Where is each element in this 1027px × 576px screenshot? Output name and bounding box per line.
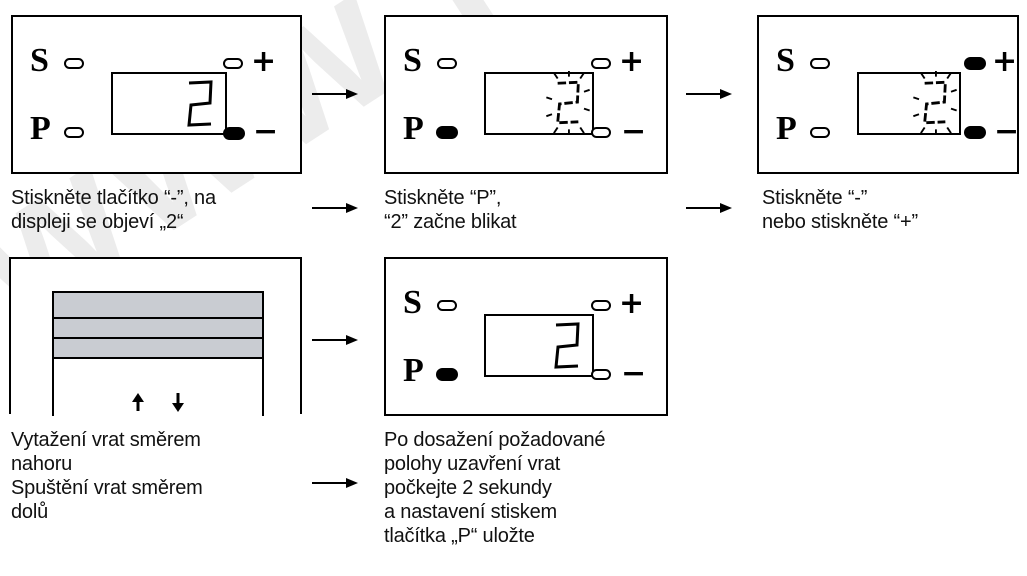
minus-label: −	[621, 356, 647, 391]
arrow-right-icon	[686, 89, 732, 99]
caption-line: Stiskněte “P”,	[384, 187, 502, 209]
arrow-down-icon	[172, 393, 184, 412]
p-led	[436, 368, 458, 381]
display	[484, 314, 594, 377]
p-led	[810, 127, 830, 138]
arrow-up-icon	[132, 393, 144, 411]
caption-line: počkejte 2 sekundy	[384, 477, 552, 499]
arrow-right-icon	[686, 203, 732, 213]
caption-line: tlačítka „P“ uložte	[384, 525, 535, 547]
caption-line: “2” začne blikat	[384, 211, 517, 233]
step-2-caption: Stiskněte “P”, “2” začne blikat	[384, 186, 517, 234]
display	[484, 71, 594, 135]
minus-led	[223, 127, 245, 140]
blinking-digit-2	[546, 71, 590, 135]
p-led	[64, 127, 84, 138]
caption-line: nebo stiskněte “+”	[762, 211, 918, 233]
s-led	[64, 58, 84, 69]
s-led	[437, 58, 457, 69]
minus-label: −	[253, 114, 279, 149]
s-label: S	[403, 284, 422, 321]
step-5-caption: Po dosažení požadované polohy uzavření v…	[384, 428, 606, 548]
digit-2	[187, 80, 213, 127]
caption-line: displeji se objeví „2“	[11, 211, 184, 233]
p-label: P	[30, 110, 51, 147]
plus-label: +	[992, 44, 1018, 79]
plus-label: +	[619, 44, 645, 79]
minus-led	[591, 127, 611, 138]
arrow-right-icon	[312, 335, 358, 345]
plus-led	[591, 58, 611, 69]
minus-led	[591, 369, 611, 380]
caption-line: Spuštění vrat směrem	[11, 477, 203, 499]
caption-line: polohy uzavření vrat	[384, 453, 561, 475]
plus-led	[964, 57, 986, 70]
arrow-right-icon	[312, 203, 358, 213]
step-3-caption: Stiskněte “-” nebo stiskněte “+”	[762, 186, 918, 234]
plus-label: +	[619, 286, 645, 321]
p-label: P	[403, 352, 424, 389]
caption-line: Stiskněte “-”	[762, 187, 868, 209]
s-label: S	[403, 42, 422, 79]
step-3-panel: S P + −	[757, 15, 1019, 174]
caption-line: Stiskněte tlačítko “-”, na	[11, 187, 216, 209]
display	[111, 72, 227, 135]
plus-led	[591, 300, 611, 311]
step-2-panel: S P + −	[384, 15, 668, 174]
arrow-right-icon	[312, 89, 358, 99]
caption-line: dolů	[11, 501, 49, 523]
s-led	[437, 300, 457, 311]
p-led	[436, 126, 458, 139]
step-4-caption: Vytažení vrat směrem nahoru Spuštění vra…	[11, 428, 203, 524]
s-label: S	[30, 42, 49, 79]
step-5-panel: S P + −	[384, 257, 668, 416]
s-label: S	[776, 42, 795, 79]
caption-line: nahoru	[11, 453, 73, 475]
step-1-panel: S P + −	[11, 15, 302, 174]
minus-label: −	[994, 114, 1020, 149]
plus-label: +	[251, 44, 277, 79]
garage-door-icon	[52, 291, 264, 416]
display	[857, 71, 961, 135]
caption-line: Vytažení vrat směrem	[11, 429, 201, 451]
s-led	[810, 58, 830, 69]
plus-led	[223, 58, 243, 69]
digit-2	[554, 322, 580, 369]
caption-line: Po dosažení požadované	[384, 429, 606, 451]
minus-led	[964, 126, 986, 139]
p-label: P	[403, 110, 424, 147]
step-1-caption: Stiskněte tlačítko “-”, na displeji se o…	[11, 186, 216, 234]
caption-line: a nastavení stiskem	[384, 501, 557, 523]
arrow-right-icon	[312, 478, 358, 488]
blinking-digit-2	[913, 71, 957, 135]
door-panel	[9, 257, 302, 416]
p-label: P	[776, 110, 797, 147]
minus-label: −	[621, 114, 647, 149]
